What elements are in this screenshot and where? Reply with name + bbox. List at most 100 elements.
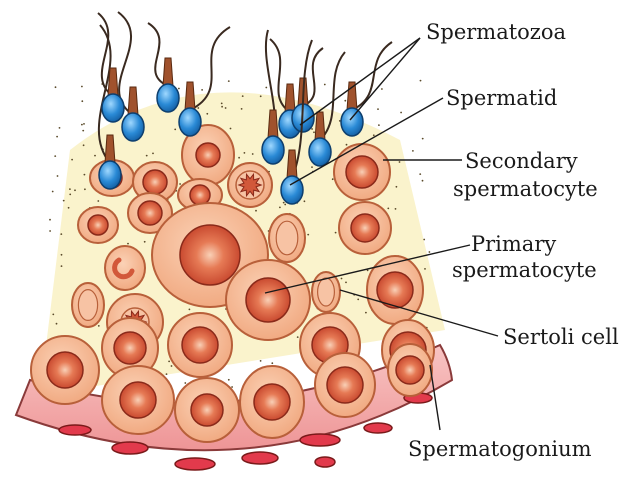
tissue-dot xyxy=(420,80,422,82)
tissue-dot xyxy=(230,128,232,130)
sperm-midpiece xyxy=(285,84,295,112)
tissue-dot xyxy=(127,243,129,245)
tissue-dot xyxy=(59,127,61,129)
germ-cell xyxy=(334,144,390,200)
label-spermatozoa: Spermatozoa xyxy=(426,20,566,44)
tissue-dot xyxy=(399,161,401,163)
label-sertoli-cell: Sertoli cell xyxy=(503,325,619,349)
tissue-dot xyxy=(422,180,424,182)
spermatozoon xyxy=(98,13,124,122)
tissue-dot xyxy=(55,86,57,88)
tissue-dot xyxy=(381,88,383,90)
tissue-dot xyxy=(311,166,313,168)
sperm-head xyxy=(341,108,363,136)
capillary xyxy=(242,452,278,464)
tissue-dot xyxy=(283,202,285,204)
nucleus xyxy=(276,221,298,255)
nucleus xyxy=(246,278,290,322)
sperm-tail xyxy=(352,42,392,110)
tissue-dot xyxy=(307,234,309,236)
nucleus xyxy=(351,214,379,242)
tissue-dot xyxy=(311,128,313,130)
tissue-dot xyxy=(184,382,186,384)
tissue-dot xyxy=(225,107,227,109)
nucleus xyxy=(396,356,424,384)
nucleus xyxy=(346,156,378,188)
tissue-dot xyxy=(271,362,273,364)
tissue-dot xyxy=(174,129,176,131)
tissue-dot xyxy=(231,386,233,388)
tissue-dot xyxy=(69,194,71,196)
tissue-dot xyxy=(57,175,59,177)
germ-cell xyxy=(240,366,304,438)
nucleus xyxy=(182,327,218,363)
nucleus xyxy=(78,290,97,321)
tissue-dot xyxy=(189,309,191,311)
germ-cell xyxy=(175,378,239,442)
tissue-dot xyxy=(260,95,262,97)
tissue-dot xyxy=(423,239,425,241)
cell-membrane xyxy=(105,246,145,290)
nucleus xyxy=(191,394,223,426)
tissue-dot xyxy=(345,282,347,284)
germ-cell xyxy=(367,256,423,324)
leader-spermatozoa-2 xyxy=(350,38,420,120)
tissue-dot xyxy=(97,200,99,202)
label-spermatid: Spermatid xyxy=(446,86,557,110)
sperm-midpiece xyxy=(105,135,115,163)
tissue-dot xyxy=(81,100,83,102)
label-spermatogonium: Spermatogonium xyxy=(408,437,592,461)
nucleus xyxy=(88,215,108,235)
sperm-midpiece xyxy=(347,82,357,110)
tissue-dot xyxy=(81,86,83,88)
sperm-head xyxy=(99,161,121,189)
label-primary-line1: Primary xyxy=(471,232,556,256)
tissue-dot xyxy=(422,138,424,140)
capillary xyxy=(175,458,215,470)
tissue-dot xyxy=(71,159,73,161)
sperm-head xyxy=(179,108,201,136)
tissue-dot xyxy=(83,123,85,125)
tissue-dot xyxy=(69,188,71,190)
tissue-dot xyxy=(387,208,389,210)
tissue-dot xyxy=(228,80,230,82)
tissue-dot xyxy=(221,106,223,108)
tissue-dot xyxy=(346,144,348,146)
tissue-dot xyxy=(377,108,379,110)
germ-cell xyxy=(168,313,232,377)
tissue-dot xyxy=(424,268,426,270)
tissue-dot xyxy=(60,233,62,235)
tissue-dot xyxy=(378,124,380,126)
tissue-dot xyxy=(241,108,243,110)
tissue-dot xyxy=(83,144,85,146)
tissue-dot xyxy=(61,254,63,256)
sperm-head xyxy=(262,136,284,164)
tissue-dot xyxy=(297,336,299,338)
sperm-midpiece xyxy=(128,87,138,115)
sperm-midpiece xyxy=(163,58,173,86)
tissue-dot xyxy=(54,155,56,157)
tissue-dot xyxy=(400,112,402,114)
germ-cell xyxy=(228,163,272,207)
tissue-dot xyxy=(324,84,326,86)
sperm-midpiece xyxy=(315,112,325,140)
label-primary-line2: spermatocyte xyxy=(452,258,597,282)
capillary xyxy=(315,457,335,467)
germ-cell xyxy=(102,366,174,434)
tissue-dot xyxy=(146,155,148,157)
nucleus xyxy=(143,170,167,194)
tissue-dot xyxy=(171,365,173,367)
tissue-dot xyxy=(313,131,315,133)
tissue-dot xyxy=(74,189,76,191)
nucleus xyxy=(196,143,220,167)
nucleus xyxy=(138,201,162,225)
tissue-dot xyxy=(52,314,54,316)
tissue-dot xyxy=(284,204,286,206)
germ-cell xyxy=(105,246,145,290)
tissue-dot xyxy=(56,323,58,325)
tissue-dot xyxy=(279,207,281,209)
tissue-dot xyxy=(197,107,199,109)
tissue-dot xyxy=(166,373,168,375)
germ-cell xyxy=(226,260,310,340)
tissue-dot xyxy=(304,200,306,202)
